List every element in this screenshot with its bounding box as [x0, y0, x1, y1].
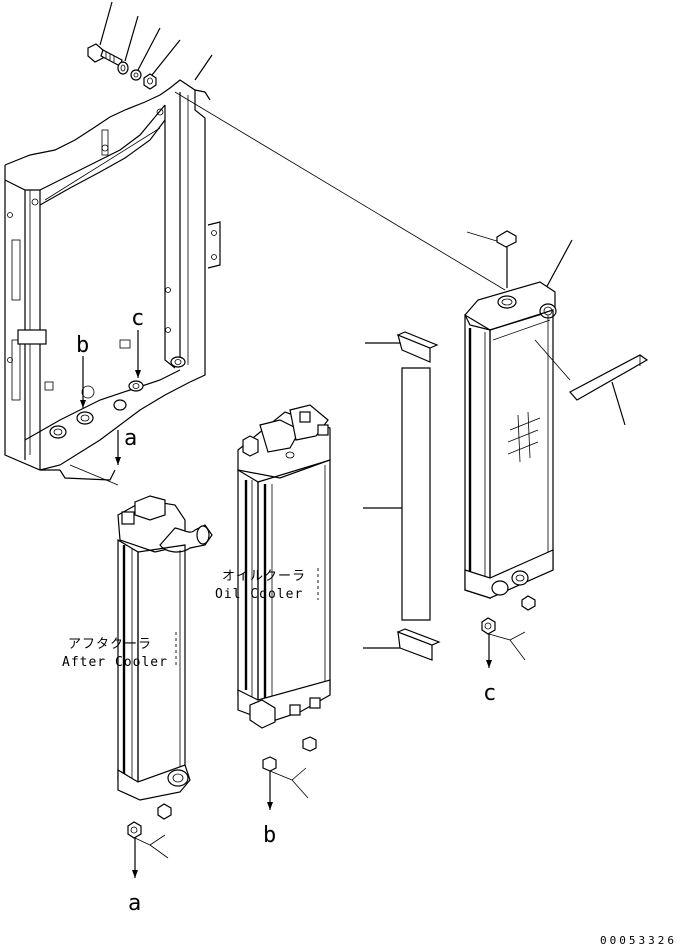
svg-text:c: c: [131, 306, 144, 331]
callout-b-bottom: b: [263, 771, 276, 848]
radiator-side-seal: [569, 354, 649, 426]
radiator-frame: [4, 79, 221, 481]
after-cooler: [117, 495, 213, 801]
oil-cooler-mount-nuts: [262, 736, 317, 799]
radiator-mount-nuts: [481, 595, 536, 661]
svg-text:a: a: [128, 891, 141, 916]
callout-c-bottom: c: [483, 634, 496, 706]
spring-washer: [130, 27, 161, 81]
oil-cooler: [237, 404, 331, 729]
callout-a-bottom: a: [128, 838, 141, 916]
callout-b-top: b: [76, 333, 89, 408]
radiator-core: [464, 230, 573, 599]
oil-cooler-label: オイルクーラ Oil Cooler: [215, 568, 319, 602]
svg-text:オイルクーラ: オイルクーラ: [222, 569, 306, 584]
svg-text:After Cooler: After Cooler: [62, 655, 168, 670]
svg-text:c: c: [483, 681, 496, 706]
lower-seal-block: [363, 628, 441, 661]
bolt-fastener: [87, 1, 123, 67]
leader-frame-to-radiator: [174, 91, 506, 291]
callout-c-top: c: [131, 306, 144, 378]
svg-text:a: a: [124, 426, 137, 451]
nut: [143, 39, 181, 90]
center-foam-strip: [363, 367, 431, 621]
svg-text:アフタクーラ: アフタクーラ: [68, 637, 152, 652]
svg-text:b: b: [76, 333, 89, 358]
drawing-number: 00053326: [600, 934, 677, 947]
svg-text:Oil Cooler: Oil Cooler: [215, 587, 303, 602]
after-cooler-mount-nuts: [127, 803, 172, 859]
upper-seal-block: [365, 331, 439, 363]
svg-text:b: b: [263, 823, 276, 848]
callout-a-top: a: [69, 426, 137, 486]
after-cooler-label: アフタクーラ After Cooler: [62, 632, 177, 670]
flat-washer: [117, 15, 139, 75]
